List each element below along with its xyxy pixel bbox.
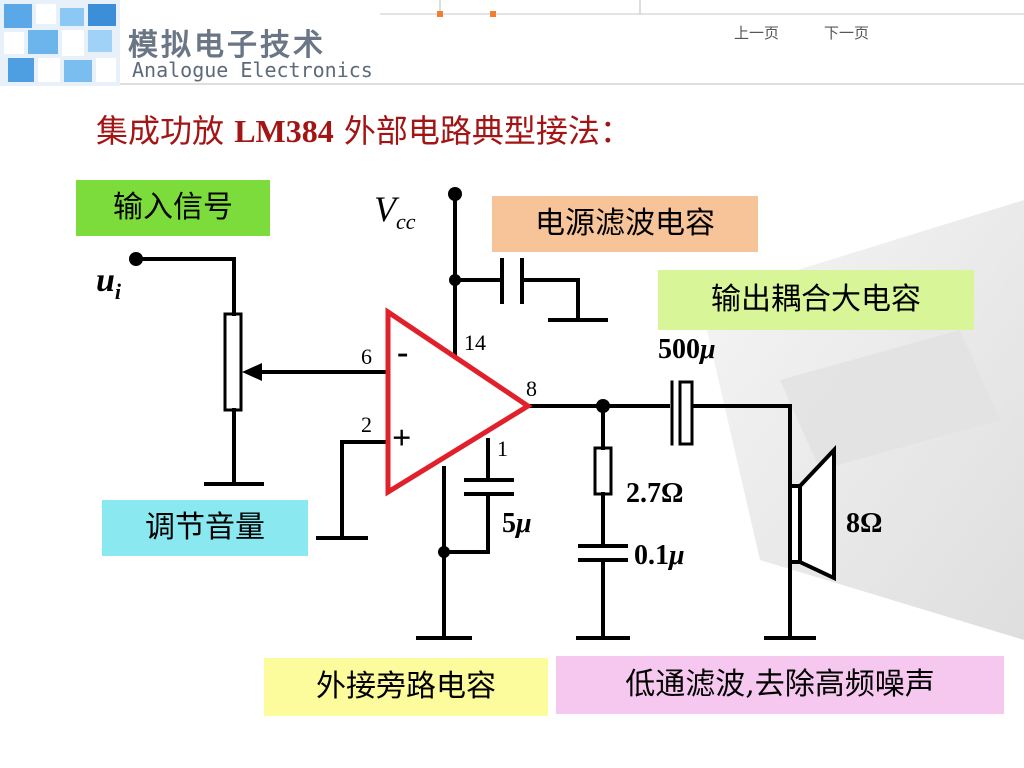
- cap-01-label: 0.1μ: [634, 540, 685, 572]
- pin-6-label: 6: [361, 344, 372, 369]
- lowpass-filter-label: 低通滤波,去除高频噪声: [556, 656, 1004, 714]
- cap-5-unit: μ: [516, 508, 532, 539]
- potentiometer-body: [223, 312, 243, 412]
- pin-14-label: 14: [464, 330, 486, 355]
- header-logo-mosaic: [0, 0, 120, 86]
- pin-1-label: 1: [497, 436, 508, 461]
- vcc-label: Vcc: [374, 188, 416, 235]
- terminal-vcc: [448, 187, 462, 201]
- cap-5-value: 5: [502, 508, 516, 539]
- cap-500-unit: μ: [700, 334, 716, 365]
- power-filter-cap-label: 电源滤波电容: [492, 196, 758, 252]
- cap-01-unit: μ: [669, 540, 685, 571]
- ui-main: u: [96, 262, 115, 299]
- cap-500-value: 500: [658, 334, 700, 365]
- chip-shadow-shape-2: [780, 330, 1000, 470]
- next-page-button[interactable]: 下一页: [824, 24, 870, 42]
- page-title-prefix: 集成功放: [96, 112, 225, 150]
- opamp-triangle: [385, 307, 533, 497]
- noninverting-sign: +: [392, 420, 412, 457]
- vcc-main: V: [374, 189, 396, 229]
- page-title: 集成功放 LM384 外部电路典型接法：: [96, 106, 632, 152]
- terminal-ui: [129, 252, 143, 266]
- resistor-2-7: [593, 446, 613, 496]
- cap-01-value: 0.1: [634, 540, 669, 571]
- ui-label: ui: [96, 262, 121, 305]
- input-signal-label: 输入信号: [76, 180, 270, 236]
- prev-page-button[interactable]: 上一页: [734, 24, 780, 42]
- ui-sub: i: [114, 278, 122, 304]
- volume-adjust-label: 调节音量: [102, 500, 308, 556]
- page-title-suffix: 外部电路典型接法：: [343, 112, 632, 150]
- bypass-cap-label: 外接旁路电容: [264, 658, 548, 716]
- speaker-8-label: 8Ω: [846, 508, 883, 539]
- output-coupling-cap-label: 输出耦合大电容: [658, 270, 974, 330]
- junction-output: [596, 399, 610, 413]
- output-cap-plate-2: [678, 380, 694, 446]
- cap-500-label: 500μ: [658, 334, 716, 366]
- vcc-sub: cc: [396, 209, 416, 235]
- junction-ground: [438, 546, 450, 558]
- cap-5-label: 5μ: [502, 508, 532, 540]
- pin-8-label: 8: [526, 376, 537, 401]
- inverting-sign: -: [397, 334, 409, 371]
- page-title-model: LM384: [234, 113, 334, 149]
- speaker-cone: [798, 444, 836, 582]
- header-lines: [120, 0, 1024, 85]
- wiper-arrowhead: [242, 363, 262, 381]
- pin-2-label: 2: [361, 412, 372, 437]
- header-title-cn: 模拟电子技术: [128, 28, 326, 63]
- resistor-2-7-label: 2.7Ω: [626, 478, 684, 509]
- header-title-en: Analogue Electronics: [132, 58, 373, 82]
- junction-vcc-cap: [449, 274, 461, 286]
